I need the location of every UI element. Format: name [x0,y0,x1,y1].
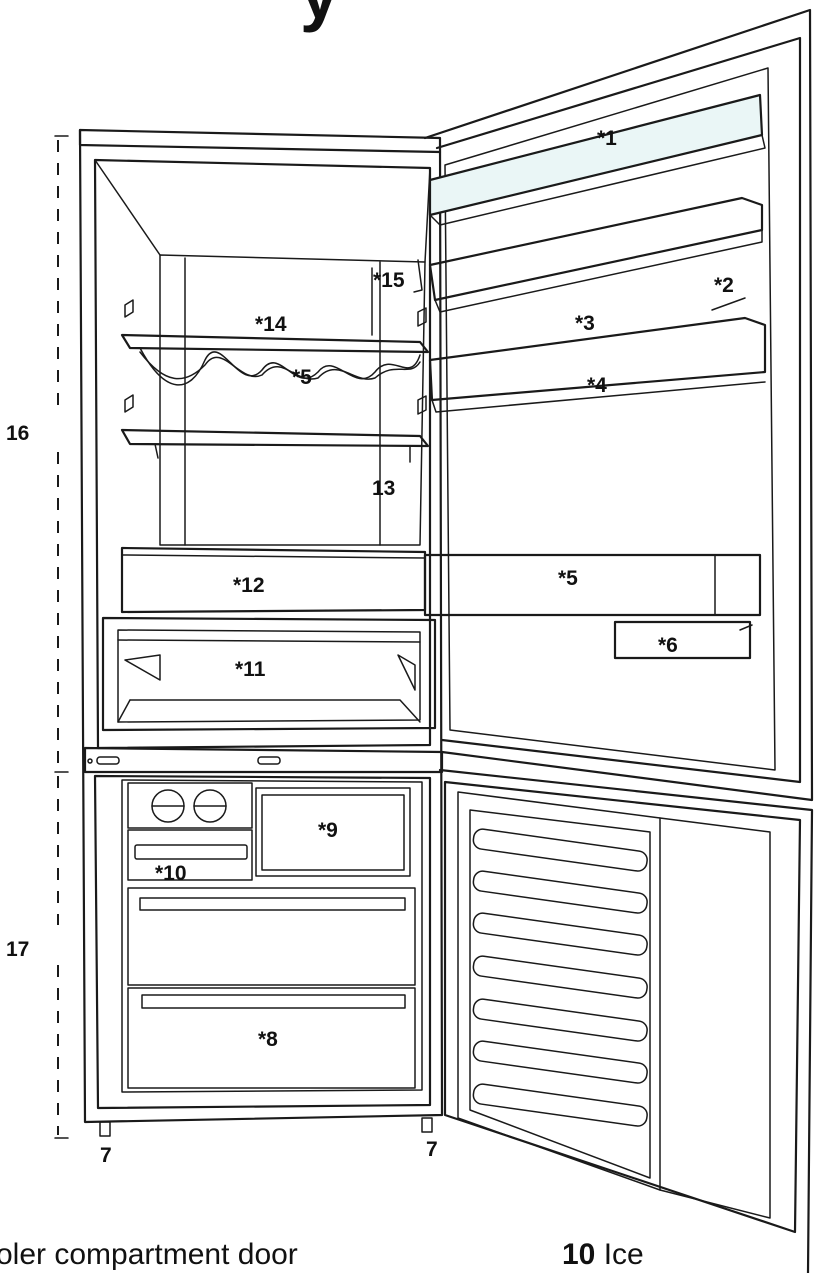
caption-right-text: Ice [603,1238,644,1271]
label-14: *14 [255,313,287,336]
label-7-left: 7 [100,1144,112,1167]
dimension-lines [54,135,69,1139]
part-labels: *1 *2 *3 *4 *5 *5 *6 7 7 *8 *9 *10 *11 *… [6,127,734,1167]
label-8: *8 [258,1028,278,1051]
label-12: *12 [233,574,265,597]
fridge-door [423,8,814,802]
fridge-cabinet [78,128,444,1137]
label-3: *3 [575,312,595,335]
heading-fragment: y [300,0,339,33]
label-5-door-bin: *5 [558,567,578,590]
caption-right: 10 Ice [562,1238,644,1272]
label-2: *2 [714,274,734,297]
caption-right-number: 10 [562,1238,596,1271]
label-16: 16 [6,422,29,445]
freezer-door [438,768,814,1273]
label-5-wine-rack: *5 [292,366,312,389]
label-13: 13 [372,477,395,500]
caption-left: oler compartment door [0,1238,298,1271]
label-1: *1 [597,127,617,150]
label-6: *6 [658,634,678,657]
label-9: *9 [318,819,338,842]
label-7-right: 7 [426,1138,438,1161]
label-15: *15 [373,269,405,292]
label-11: *11 [235,658,266,681]
label-17: 17 [6,938,29,961]
label-10: *10 [155,862,187,885]
label-4: *4 [587,374,607,397]
